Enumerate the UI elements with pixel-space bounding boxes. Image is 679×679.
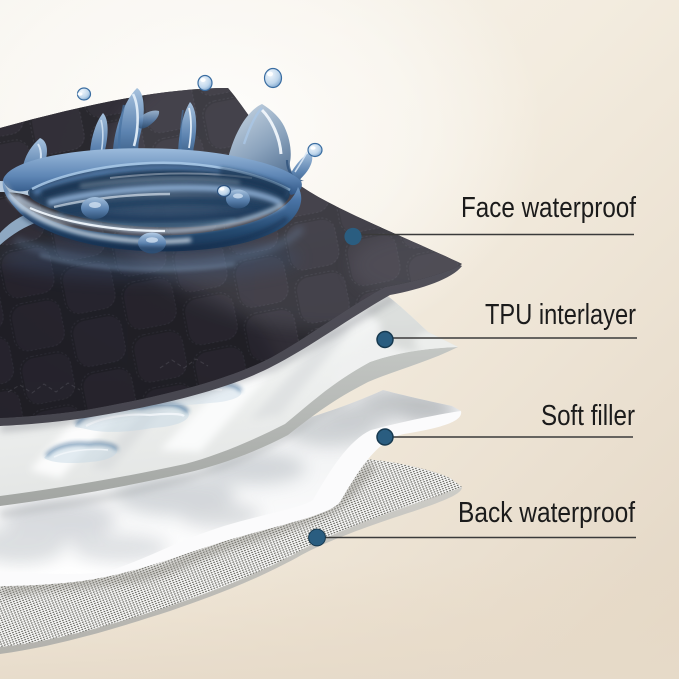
svg-text:Face waterproof: Face waterproof	[461, 192, 637, 224]
svg-text:Soft filler: Soft filler	[541, 400, 635, 432]
svg-text:TPU interlayer: TPU interlayer	[485, 299, 636, 331]
svg-text:Back waterproof: Back waterproof	[458, 497, 636, 529]
